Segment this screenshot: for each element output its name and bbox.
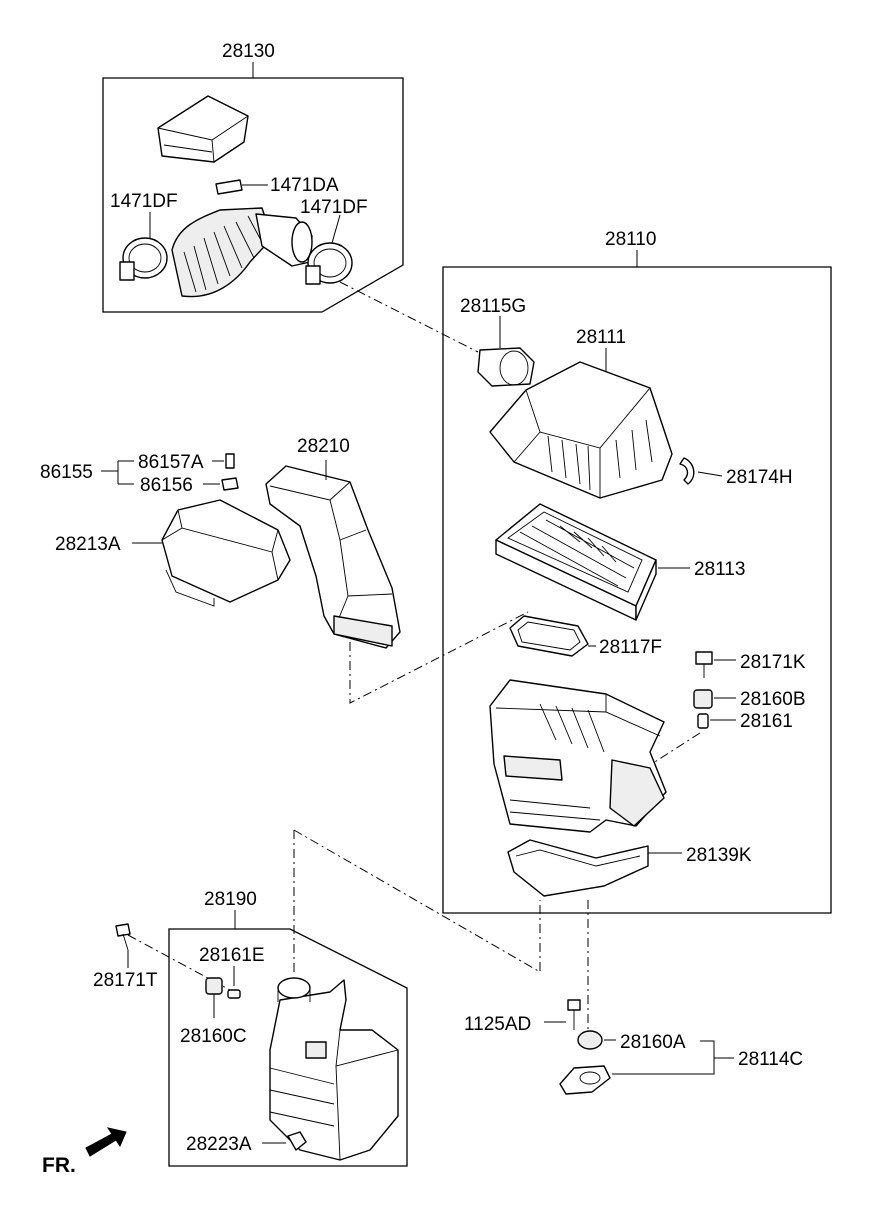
hose-cover (157, 95, 249, 163)
bolt-28171K (695, 651, 713, 665)
grommet-28160C (205, 977, 223, 995)
dash-duct-to-lowercase (349, 611, 529, 704)
label-1471DF-left: 1471DF (110, 191, 178, 212)
corrugated-hose (171, 207, 273, 298)
grommet-28160B (693, 689, 713, 709)
bolt-1125AD (567, 999, 581, 1011)
bolt-28171T (115, 923, 131, 937)
group-frames (102, 62, 832, 1167)
clip-28223A (287, 1131, 307, 1151)
inlet-ring-28115G (477, 347, 535, 387)
label-28113: 28113 (694, 559, 745, 580)
cover-28213A (101, 453, 291, 607)
bracket-plate (559, 1065, 611, 1095)
grommet-28160A (577, 1030, 603, 1050)
label-28130: 28130 (222, 41, 275, 62)
label-1471DF-right: 1471DF (300, 197, 368, 218)
duct-28210 (265, 460, 401, 649)
label-28160B: 28160B (740, 689, 806, 710)
label-28160C: 28160C (180, 1026, 247, 1047)
label-86155: 86155 (40, 462, 93, 483)
seal-28117F (509, 615, 589, 657)
label-28110: 28110 (605, 229, 656, 250)
resonator-neck (277, 977, 311, 999)
resonator-body (269, 979, 399, 1161)
bracket-leader-28114C (612, 1040, 734, 1075)
label-28171K: 28171K (740, 652, 806, 673)
label-fr: FR. (42, 1154, 76, 1177)
label-28115G: 28115G (460, 296, 526, 317)
hose-assembly-28130 (119, 95, 353, 298)
label-28114C: 28114C (738, 1049, 803, 1070)
label-28139K: 28139K (686, 845, 752, 866)
label-28117F: 28117F (599, 637, 662, 658)
label-28171T: 28171T (93, 970, 158, 991)
resonator-28190 (115, 923, 399, 1161)
part-labels: 28130 1471DA 1471DF 1471DF 28110 28115G … (40, 41, 806, 1177)
fastener-86157A (225, 453, 235, 469)
label-1125AD: 1125AD (464, 1014, 531, 1035)
dash-hose-to-inlet (339, 281, 479, 353)
cover-body (161, 499, 291, 603)
frame-28130 (102, 77, 404, 313)
fastener-86156 (221, 477, 239, 491)
label-86156: 86156 (140, 475, 193, 496)
pin-28161E (227, 989, 241, 999)
label-86157A: 86157A (138, 452, 204, 473)
frame-28110 (442, 266, 832, 914)
label-28160A: 28160A (620, 1032, 686, 1053)
dash-resonator-diagonal (293, 829, 541, 973)
bracket-86155 (101, 460, 134, 485)
air-cleaner-28110 (477, 316, 736, 897)
label-28161: 28161 (740, 711, 793, 732)
label-28111: 28111 (576, 327, 626, 348)
pin-28161 (697, 713, 709, 729)
upper-cover-28111 (489, 361, 673, 499)
label-28213A: 28213A (55, 534, 121, 555)
label-28210: 28210 (297, 436, 350, 457)
label-28161E: 28161E (199, 945, 265, 966)
clip-28174H (679, 457, 695, 485)
label-28174H: 28174H (726, 467, 793, 488)
bottom-duct-28139K (507, 839, 649, 897)
dash-lower-box-to-bracket (649, 732, 701, 766)
label-28190: 28190 (204, 889, 257, 910)
clamp-1471DA (215, 179, 243, 195)
fr-arrow-icon (85, 1127, 127, 1157)
label-28223A: 28223A (186, 1134, 252, 1155)
frame-28190 (168, 928, 408, 1167)
label-1471DA: 1471DA (270, 175, 339, 196)
bracket-28114C (544, 999, 734, 1095)
